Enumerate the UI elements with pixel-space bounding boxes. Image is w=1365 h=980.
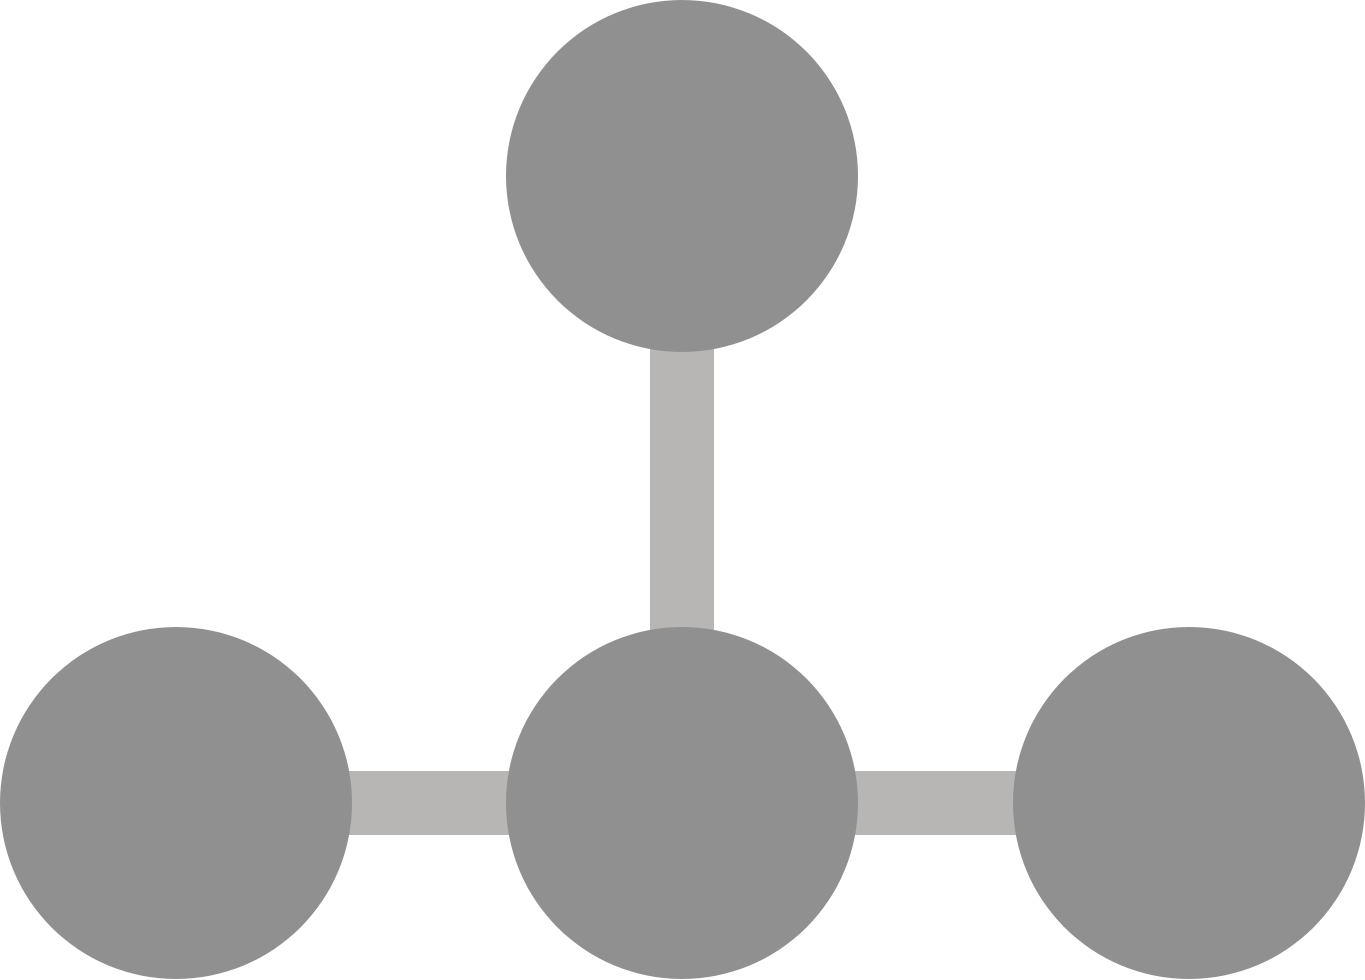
node-right xyxy=(1013,627,1365,979)
node-top xyxy=(506,0,858,352)
node-left xyxy=(0,627,352,979)
node-center xyxy=(506,627,858,979)
